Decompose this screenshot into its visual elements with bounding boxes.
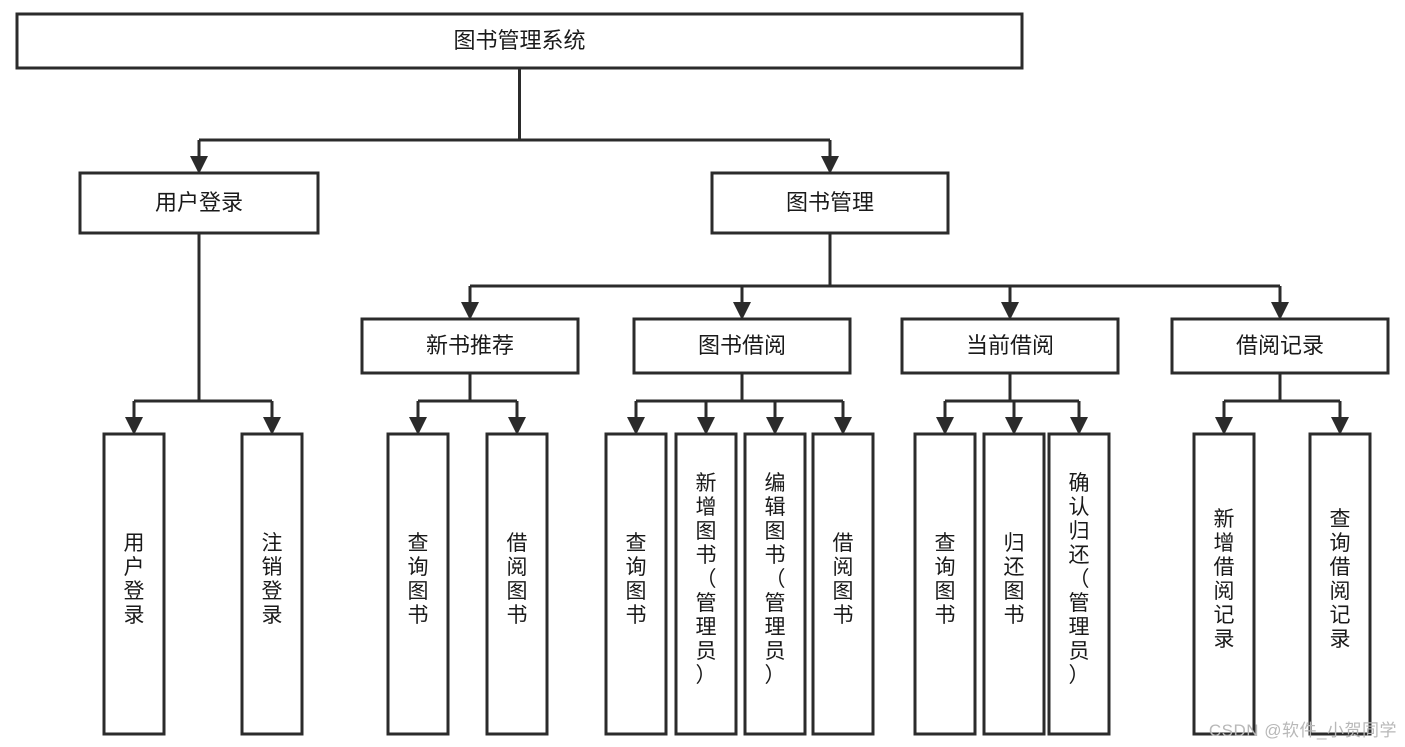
node-label: 借阅图书	[507, 532, 528, 627]
arrow-head-icon	[1005, 417, 1023, 435]
node-box[interactable]	[1308, 432, 1372, 736]
node-leaf-query-book-3[interactable]: 查询图书	[913, 432, 977, 736]
node-leaf-query-book-2[interactable]: 查询图书	[604, 432, 668, 736]
arrow-head-icon	[733, 302, 751, 320]
node-label: 归还图书	[1004, 532, 1025, 627]
node-current-borrow[interactable]: 当前借阅	[900, 317, 1120, 375]
node-layer: 图书管理系统用户登录图书管理新书推荐图书借阅当前借阅借阅记录用户登录注销登录查询…	[15, 12, 1390, 736]
node-box[interactable]	[982, 432, 1046, 736]
node-box[interactable]	[900, 317, 1120, 375]
node-leaf-edit-book[interactable]: 编辑图书（管理员）	[743, 432, 807, 736]
node-label: 新增图书（管理员）	[696, 472, 717, 687]
node-box[interactable]	[710, 171, 950, 235]
arrow-head-icon	[409, 417, 427, 435]
arrow-head-icon	[936, 417, 954, 435]
node-book-borrow[interactable]: 图书借阅	[632, 317, 852, 375]
node-label: 注销登录	[262, 532, 283, 627]
arrow-head-icon	[1070, 417, 1088, 435]
node-new-book-rec[interactable]: 新书推荐	[360, 317, 580, 375]
node-box[interactable]	[78, 171, 320, 235]
node-label: 新增借阅记录	[1214, 508, 1235, 651]
node-box[interactable]	[674, 432, 738, 736]
arrow-head-icon	[697, 417, 715, 435]
node-box[interactable]	[360, 317, 580, 375]
node-label: 用户登录	[124, 532, 145, 627]
node-leaf-borrow-book-1[interactable]: 借阅图书	[485, 432, 549, 736]
node-box[interactable]	[811, 432, 875, 736]
arrow-head-icon	[1001, 302, 1019, 320]
arrow-head-icon	[508, 417, 526, 435]
node-box[interactable]	[102, 432, 166, 736]
node-leaf-add-record[interactable]: 新增借阅记录	[1192, 432, 1256, 736]
node-label: 图书管理系统	[453, 28, 585, 53]
node-box[interactable]	[240, 432, 304, 736]
watermark-text: CSDN @软件_小贺同学	[1208, 721, 1397, 740]
node-box[interactable]	[913, 432, 977, 736]
arrow-head-icon	[1271, 302, 1289, 320]
arrow-head-icon	[263, 417, 281, 435]
node-borrow-record[interactable]: 借阅记录	[1170, 317, 1390, 375]
arrow-head-icon	[1215, 417, 1233, 435]
node-label: 新书推荐	[426, 333, 514, 358]
node-book-manage[interactable]: 图书管理	[710, 171, 950, 235]
node-leaf-user-login[interactable]: 用户登录	[102, 432, 166, 736]
arrow-head-icon	[190, 156, 208, 174]
node-leaf-borrow-book-2[interactable]: 借阅图书	[811, 432, 875, 736]
node-label: 借阅记录	[1236, 333, 1324, 358]
arrow-head-icon	[125, 417, 143, 435]
node-leaf-confirm-return[interactable]: 确认归还（管理员）	[1047, 432, 1111, 736]
node-label: 查询图书	[626, 532, 647, 627]
node-leaf-query-book-1[interactable]: 查询图书	[386, 432, 450, 736]
node-root[interactable]: 图书管理系统	[15, 12, 1024, 70]
node-label: 图书借阅	[698, 333, 786, 358]
node-leaf-logout[interactable]: 注销登录	[240, 432, 304, 736]
node-label: 编辑图书（管理员）	[765, 472, 786, 687]
node-label: 用户登录	[155, 190, 243, 215]
arrow-head-icon	[627, 417, 645, 435]
arrow-head-icon	[766, 417, 784, 435]
node-leaf-return-book[interactable]: 归还图书	[982, 432, 1046, 736]
node-label: 查询图书	[408, 532, 429, 627]
node-box[interactable]	[743, 432, 807, 736]
node-label: 查询借阅记录	[1330, 508, 1351, 651]
node-box[interactable]	[1170, 317, 1390, 375]
node-box[interactable]	[15, 12, 1024, 70]
node-box[interactable]	[1192, 432, 1256, 736]
arrow-head-icon	[461, 302, 479, 320]
node-box[interactable]	[632, 317, 852, 375]
node-label: 当前借阅	[966, 333, 1054, 358]
arrow-head-icon	[821, 156, 839, 174]
node-box[interactable]	[386, 432, 450, 736]
arrow-head-icon	[834, 417, 852, 435]
node-label: 确认归还（管理员）	[1069, 472, 1090, 687]
node-box[interactable]	[485, 432, 549, 736]
node-box[interactable]	[604, 432, 668, 736]
connector-layer	[125, 68, 1349, 435]
arrow-head-icon	[1331, 417, 1349, 435]
node-leaf-query-record[interactable]: 查询借阅记录	[1308, 432, 1372, 736]
node-user-login[interactable]: 用户登录	[78, 171, 320, 235]
node-label: 图书管理	[786, 190, 874, 215]
node-label: 借阅图书	[833, 532, 854, 627]
node-box[interactable]	[1047, 432, 1111, 736]
node-label: 查询图书	[935, 532, 956, 627]
node-leaf-add-book[interactable]: 新增图书（管理员）	[674, 432, 738, 736]
